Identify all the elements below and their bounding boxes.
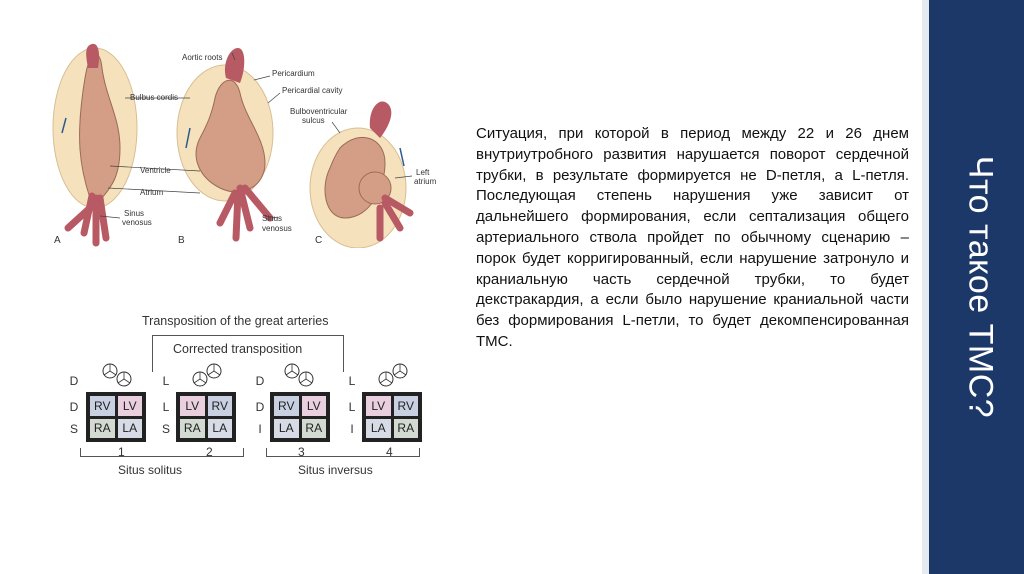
label-aortic-roots: Aortic roots xyxy=(182,53,222,62)
label-pericardial-cavity: Pericardial cavity xyxy=(282,86,342,95)
column-number: 2 xyxy=(206,445,213,459)
row-label: I xyxy=(258,422,262,436)
chamber-cell: LV xyxy=(117,396,142,416)
row-label: D xyxy=(69,374,79,388)
situs-solitus-label: Situs solitus xyxy=(118,463,183,477)
panel-b-drawing xyxy=(176,48,274,242)
row-label: S xyxy=(69,422,78,436)
chamber-grid-1: RV LV RA LA xyxy=(86,392,146,442)
body-paragraph: Ситуация, при которой в период между 22 … xyxy=(476,125,909,350)
column-number: 4 xyxy=(386,445,393,459)
label-pericardium: Pericardium xyxy=(272,69,315,78)
valve-icon xyxy=(188,362,224,388)
row-label: L xyxy=(348,400,356,414)
situs-inversus-label: Situs inversus xyxy=(298,463,373,477)
row-label: I xyxy=(350,422,354,436)
tga-title: Transposition of the great arteries xyxy=(142,314,329,328)
chamber-grid-4: LV RV LA RA xyxy=(362,392,422,442)
situs-solitus-bracket xyxy=(80,448,244,457)
chamber-grid-3: RV LV LA RA xyxy=(270,392,330,442)
situs-inversus-bracket xyxy=(266,448,420,457)
row-label: D xyxy=(255,374,265,388)
panel-label-a: A xyxy=(54,235,61,246)
chamber-cell: RV xyxy=(274,396,299,416)
panel-label-b: B xyxy=(178,235,185,246)
row-label: L xyxy=(348,374,356,388)
label-bulbus-cordis: Bulbus cordis xyxy=(130,93,178,102)
corrected-transposition-box xyxy=(152,335,344,372)
row-label: L xyxy=(162,400,170,414)
heart-tube-figure: Aortic roots Pericardium Pericardial cav… xyxy=(40,38,450,248)
label-atrium: Atrium xyxy=(140,188,163,197)
label-bulboventricular-1: Bulboventricular xyxy=(290,107,348,116)
slide-title: Что такое ТМС? xyxy=(961,155,1000,419)
chamber-cell: LA xyxy=(117,418,142,438)
chamber-cell: LV xyxy=(301,396,326,416)
chamber-cell: RV xyxy=(393,396,418,416)
chamber-grid-2: LV RV RA LA xyxy=(176,392,236,442)
chamber-cell: RA xyxy=(301,418,326,438)
chamber-cell: LA xyxy=(207,418,232,438)
label-sinus-2b: venosus xyxy=(262,224,292,233)
row-label: S xyxy=(161,422,170,436)
chamber-cell: RV xyxy=(90,396,115,416)
valve-icon xyxy=(374,362,410,388)
panel-c-drawing xyxy=(309,101,414,248)
label-ventricle: Ventricle xyxy=(140,166,171,175)
label-sinus-2a: Sinus xyxy=(262,214,282,223)
row-label: D xyxy=(69,400,79,414)
panel-label-c: C xyxy=(315,235,322,246)
label-sinus-1b: venosus xyxy=(122,218,152,227)
chamber-cell: RV xyxy=(207,396,232,416)
chamber-cell: RA xyxy=(180,418,205,438)
chamber-cell: LV xyxy=(366,396,391,416)
chamber-cell: LA xyxy=(366,418,391,438)
corrected-transposition-title: Corrected transposition xyxy=(173,342,303,356)
panel-a-drawing xyxy=(52,43,138,247)
label-left-atrium-2: atrium xyxy=(414,177,437,186)
title-sidebar: Что такое ТМС? xyxy=(922,0,1024,574)
row-label: L xyxy=(162,374,170,388)
chamber-cell: RA xyxy=(393,418,418,438)
label-bulboventricular-2: sulcus xyxy=(302,116,325,125)
valve-icon xyxy=(282,362,318,388)
row-label: D xyxy=(255,400,265,414)
leader-lines xyxy=(99,52,413,219)
valve-icon xyxy=(100,362,136,388)
heart-tube-illustration: Aortic roots Pericardium Pericardial cav… xyxy=(52,43,437,248)
transposition-diagram: Transposition of the great arteries Corr… xyxy=(60,308,422,483)
column-number: 3 xyxy=(298,445,305,459)
chamber-cell: RA xyxy=(90,418,115,438)
chamber-cell: LV xyxy=(180,396,205,416)
label-sinus-1a: Sinus xyxy=(124,209,144,218)
chamber-cell: LA xyxy=(274,418,299,438)
column-number: 1 xyxy=(118,445,125,459)
label-left-atrium-1: Left xyxy=(416,168,430,177)
